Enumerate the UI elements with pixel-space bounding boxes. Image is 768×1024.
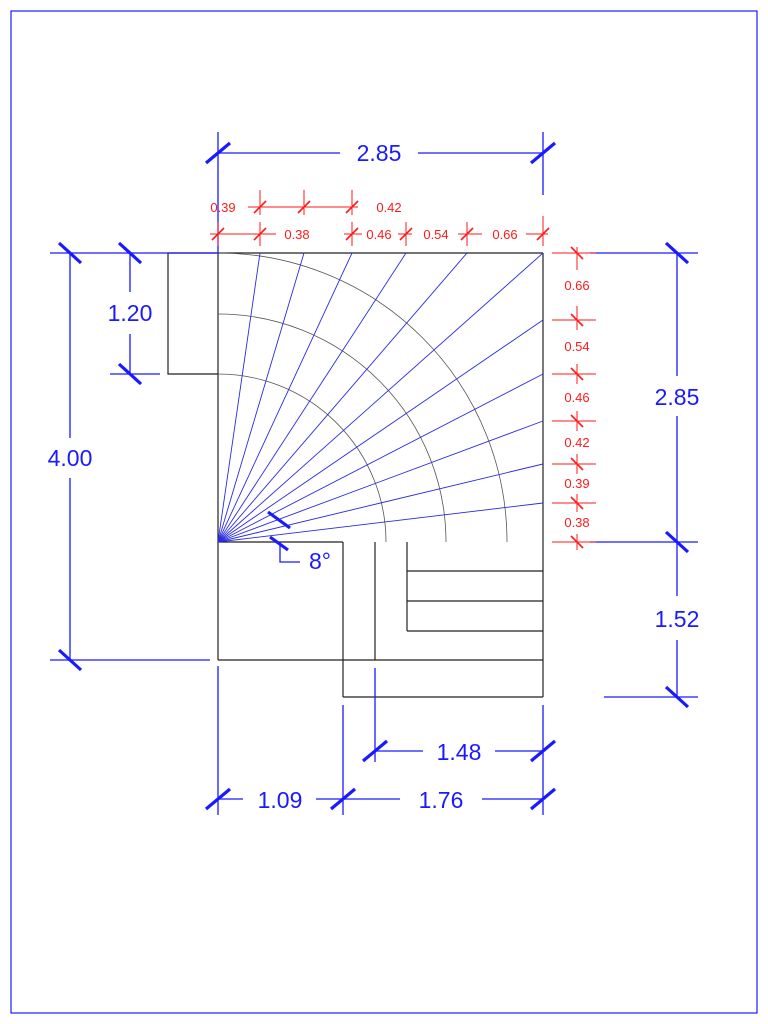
- tread-right-5: 0.39: [564, 476, 589, 491]
- tread-right-3: 0.46: [564, 390, 589, 405]
- tread-top-2b: 0.46: [366, 227, 391, 242]
- tread-top-2a: 0.38: [284, 227, 309, 242]
- tread-right-4: 0.42: [564, 435, 589, 450]
- arc-outer: [217, 252, 508, 543]
- dim-angle: 8°: [309, 548, 331, 574]
- tread-right-1: 0.66: [564, 278, 589, 293]
- tread-top-1b: 0.42: [376, 200, 401, 215]
- main-dimensions: [50, 132, 698, 815]
- dim-right-upper: 2.85: [655, 384, 700, 410]
- arc-inner: [217, 373, 387, 543]
- left-notch: [167, 252, 218, 375]
- tread-top-1a: 0.39: [210, 200, 235, 215]
- tread-right-6: 0.38: [564, 515, 589, 530]
- dim-left-upper: 1.20: [108, 300, 153, 326]
- stair-geometry: [167, 252, 544, 698]
- tread-top-2c: 0.54: [423, 227, 448, 242]
- winder-radials: [217, 252, 544, 543]
- dim-bottom-left: 1.09: [258, 787, 303, 813]
- tread-right-2: 0.54: [564, 339, 589, 354]
- tread-top-2d: 0.66: [492, 227, 517, 242]
- arc-middle: [217, 313, 447, 543]
- dim-top-overall: 2.85: [357, 140, 402, 166]
- dim-bottom-right: 1.76: [419, 787, 464, 813]
- tread-dimensions: [210, 190, 596, 550]
- dim-bottom-inner: 1.48: [437, 739, 482, 765]
- dim-left-overall: 4.00: [48, 445, 93, 471]
- dim-right-lower: 1.52: [655, 606, 700, 632]
- sheet-border: [10, 10, 758, 1014]
